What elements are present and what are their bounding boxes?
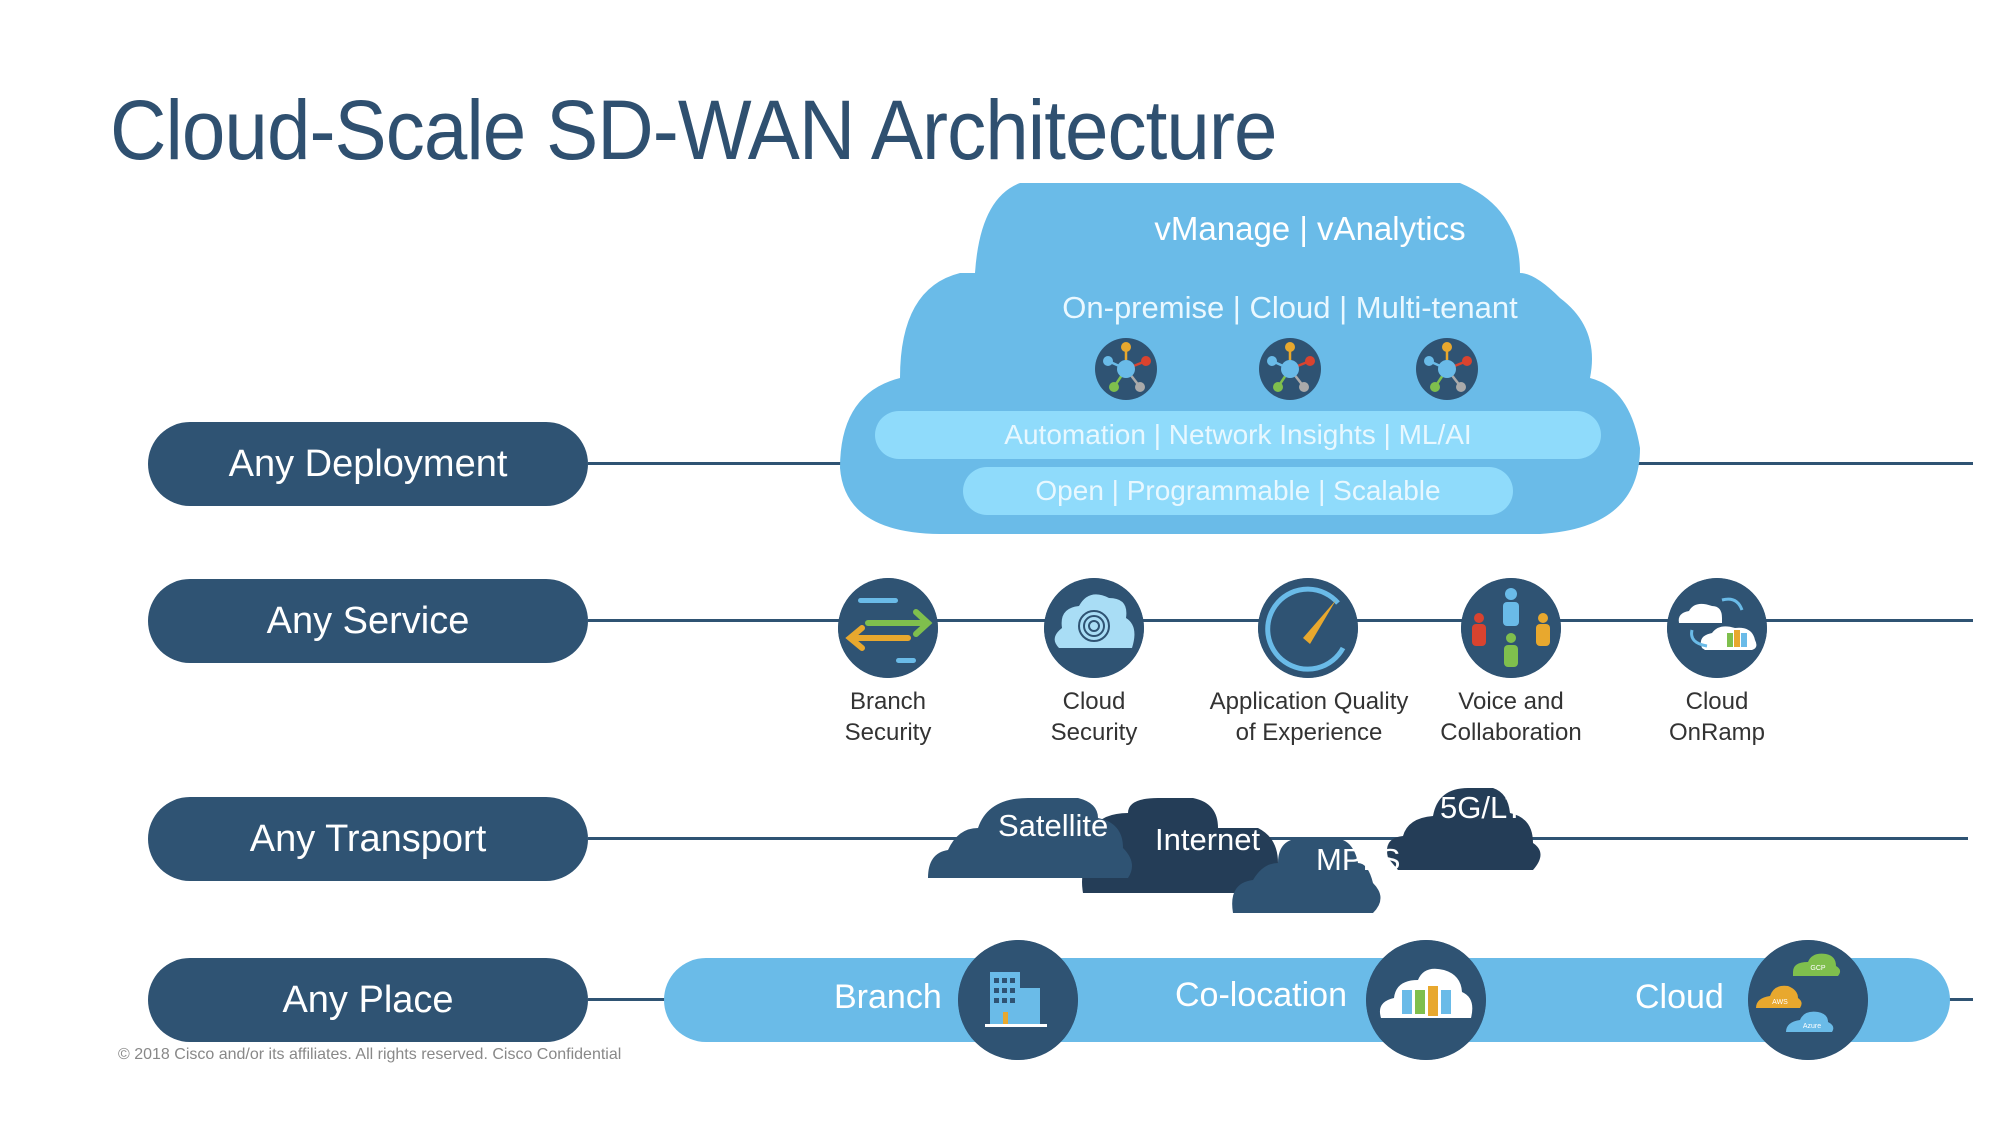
network-hub-icon xyxy=(1095,338,1157,400)
provider-aws: AWS xyxy=(1772,999,1788,1006)
arrows-exchange-icon xyxy=(838,578,938,678)
cloud-onramp-icon xyxy=(1667,578,1767,678)
speedometer-icon xyxy=(1258,578,1358,678)
network-hub-icon xyxy=(1416,338,1478,400)
provider-azure: Azure xyxy=(1803,1023,1821,1030)
provider-gcp: GCP xyxy=(1810,965,1826,972)
row-any-service: Any Service xyxy=(148,579,588,663)
transport-internet: Internet xyxy=(1155,822,1261,857)
building-icon xyxy=(958,940,1078,1060)
row-any-place: Any Place xyxy=(148,958,588,1042)
datacenter-cloud-icon xyxy=(1366,940,1486,1060)
place-bar xyxy=(664,958,1950,1042)
place-label-cloud: Cloud xyxy=(1635,978,1724,1016)
place-label-colocation: Co-location xyxy=(1175,976,1347,1014)
transport-5g-lte: 5G/LTE xyxy=(1440,790,1545,825)
page-title: Cloud-Scale SD-WAN Architecture xyxy=(110,83,1277,177)
footer-copyright: © 2018 Cisco and/or its affiliates. All … xyxy=(118,1046,622,1063)
transport-line xyxy=(588,837,1968,840)
cloud-band-open: Open | Programmable | Scalable xyxy=(963,467,1513,515)
cloud-band-automation: Automation | Network Insights | ML/AI xyxy=(875,411,1601,459)
transport-satellite: Satellite xyxy=(998,808,1109,843)
fingerprint-cloud-icon xyxy=(1044,578,1144,678)
cloud-top-text: vManage | vAnalytics xyxy=(1154,210,1466,247)
network-hub-icon xyxy=(1259,338,1321,400)
row-any-deployment: Any Deployment xyxy=(148,422,588,506)
row-any-transport: Any Transport xyxy=(148,797,588,881)
place-label-branch: Branch xyxy=(834,978,942,1016)
public-clouds-icon: GCP AWS Azure xyxy=(1748,940,1868,1060)
transport-clouds xyxy=(928,788,1541,913)
transport-mpls: MPLS xyxy=(1316,842,1401,877)
cloud-middle-text: On-premise | Cloud | Multi-tenant xyxy=(1062,290,1518,325)
people-collaboration-icon xyxy=(1461,578,1561,678)
